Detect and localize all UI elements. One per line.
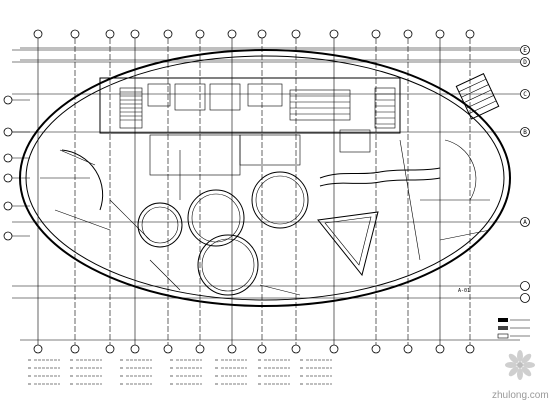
round-room-3 xyxy=(197,234,259,296)
watermark-logo: zhulong.com xyxy=(492,350,549,401)
grid-bubble-right: A xyxy=(520,217,530,227)
grid-bubble-bottom xyxy=(163,344,173,354)
round-room-2 xyxy=(251,171,309,229)
legend xyxy=(497,318,530,339)
grid-bubble-right: C xyxy=(520,89,530,99)
grid-bubble-bottom xyxy=(70,344,80,354)
grid-bubble-bottom xyxy=(105,344,115,354)
circular-rooms xyxy=(61,139,477,296)
stair-block-right xyxy=(455,73,500,120)
grid-bubble-bottom xyxy=(465,344,475,354)
grid-bubble-bottom xyxy=(257,344,267,354)
interior-partitions xyxy=(40,139,491,296)
grid-bubble-right: B xyxy=(520,127,530,137)
legend-swatch-3 xyxy=(497,333,509,339)
grid-bubbles-top xyxy=(33,29,475,39)
grid-bubble-bottom xyxy=(33,344,43,354)
grid-bubble-left xyxy=(3,95,30,105)
sheet-number: A-01 xyxy=(458,288,470,294)
grid-bubble-bottom xyxy=(329,344,339,354)
grid-bubble-bottom xyxy=(195,344,205,354)
grid-bubble-right: D xyxy=(520,57,530,67)
grid-bubbles-left xyxy=(3,95,30,241)
building-outline-inner xyxy=(25,55,505,301)
round-room-1 xyxy=(187,189,245,247)
grid-bubble-top xyxy=(130,29,140,39)
grid-bubble-bottom xyxy=(130,344,140,354)
round-room-5-arc xyxy=(61,149,104,211)
grid-bubble-top xyxy=(33,29,43,39)
building-outline-outer xyxy=(19,49,511,307)
grid-bubble-top xyxy=(70,29,80,39)
grid-bubble-right xyxy=(520,281,530,291)
grid-bubble-top xyxy=(329,29,339,39)
grid-bubble-left xyxy=(3,127,30,137)
grid-bubble-top xyxy=(371,29,381,39)
grid-label: B xyxy=(523,129,527,136)
grid-bubble-left xyxy=(3,173,30,183)
grid-bubble-left xyxy=(3,231,30,241)
curved-corridor xyxy=(319,167,441,179)
grid-bubble-left xyxy=(3,153,30,163)
grid-bubble-bottom xyxy=(227,344,237,354)
grid-bubble-top xyxy=(465,29,475,39)
round-room-4 xyxy=(137,202,183,248)
grid-bubble-bottom xyxy=(291,344,301,354)
grid-label: C xyxy=(523,91,527,98)
grid-bubble-bottom xyxy=(435,344,445,354)
grid-bubble-top xyxy=(435,29,445,39)
grid-bubble-top xyxy=(163,29,173,39)
grid-bubble-top xyxy=(291,29,301,39)
grid-bubble-bottom xyxy=(371,344,381,354)
grid-bubble-top xyxy=(105,29,115,39)
grid-bubble-top xyxy=(227,29,237,39)
grid-bubbles-bottom xyxy=(33,344,475,354)
legend-swatch-1 xyxy=(498,318,508,322)
grid-bubble-top xyxy=(403,29,413,39)
grid-label: A xyxy=(523,219,527,226)
horizontal-grid-lines xyxy=(12,49,520,299)
service-core-block xyxy=(99,77,401,176)
general-notes xyxy=(28,359,332,385)
grid-bubble-bottom xyxy=(403,344,413,354)
grid-bubble-left xyxy=(3,201,30,211)
watermark-text: zhulong.com xyxy=(492,390,549,401)
grid-bubble-top xyxy=(195,29,205,39)
grid-bubble-right xyxy=(520,293,530,303)
legend-swatch-2 xyxy=(498,326,508,330)
grid-bubbles-right: ED C B A xyxy=(520,45,530,303)
grid-label: D xyxy=(523,59,527,66)
grid-bubble-top xyxy=(257,29,267,39)
grid-bubble-right: E xyxy=(520,45,530,55)
triangular-core xyxy=(317,211,379,277)
grid-label: E xyxy=(523,47,527,54)
